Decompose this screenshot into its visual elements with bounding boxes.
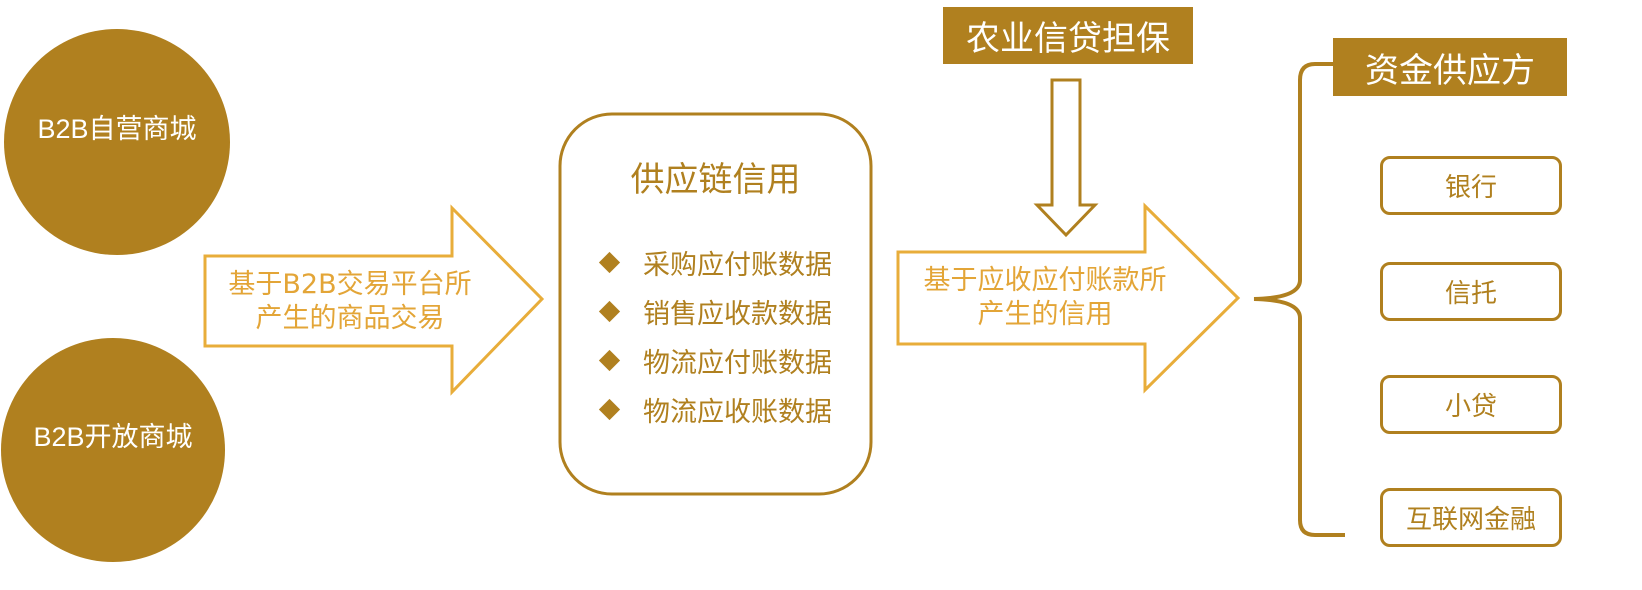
supply-chain-credit-list: 采购应付账数据 销售应收款数据 物流应付账数据 物流应收账数据 [597, 238, 857, 434]
supply-chain-credit-item-text: 销售应收款数据 [643, 299, 832, 330]
provider-bank: 银行 [1380, 156, 1562, 215]
guarantee-down-arrow [1033, 78, 1099, 238]
open-mall-label: B2B开放商城 [13, 420, 213, 454]
provider-microloan: 小贷 [1380, 375, 1562, 434]
diamond-bullet-icon [598, 398, 621, 421]
provider-label: 小贷 [1444, 392, 1497, 422]
provider-trust: 信托 [1380, 262, 1562, 321]
guarantee-label: 农业信贷担保 [966, 19, 1170, 59]
funding-title: 资金供应方 [1365, 50, 1535, 91]
credit-arrow-line1: 基于应收应付账款所 [923, 265, 1167, 296]
provider-label: 银行 [1444, 173, 1497, 203]
transaction-arrow-label: 基于B2B交易平台所 产生的商品交易 [215, 268, 485, 336]
supply-chain-credit-item-text: 物流应付账数据 [643, 348, 832, 379]
self-operated-mall-label: B2B自营商城 [17, 112, 217, 146]
transaction-arrow-line1: 基于B2B交易平台所 [228, 269, 472, 300]
transaction-arrow-line2: 产生的商品交易 [255, 303, 445, 334]
provider-label: 互联网金融 [1405, 505, 1536, 535]
supply-chain-credit-item-text: 采购应付账数据 [643, 250, 832, 281]
credit-arrow [896, 202, 1241, 394]
funding-brace [1253, 62, 1345, 537]
supply-chain-credit-item: 销售应收款数据 [597, 287, 857, 336]
supply-chain-credit-item: 物流应付账数据 [597, 336, 857, 385]
open-mall-circle [1, 338, 225, 562]
supply-chain-credit-title: 供应链信用 [630, 160, 801, 200]
diamond-bullet-icon [598, 251, 621, 274]
diamond-bullet-icon [598, 300, 621, 323]
funding-title-box: 资金供应方 [1333, 38, 1567, 96]
supply-chain-credit-item: 物流应收账数据 [597, 385, 857, 434]
transaction-arrow [203, 204, 545, 396]
provider-label: 信托 [1444, 279, 1497, 309]
self-operated-mall-circle [4, 29, 230, 255]
open-mall-text: B2B开放商城 [33, 422, 193, 452]
supply-chain-credit-box [558, 112, 873, 496]
guarantee-box: 农业信贷担保 [943, 7, 1193, 64]
credit-arrow-label: 基于应收应付账款所 产生的信用 [905, 264, 1185, 332]
supply-chain-credit-item: 采购应付账数据 [597, 238, 857, 287]
diamond-bullet-icon [598, 349, 621, 372]
self-operated-mall-text: B2B自营商城 [37, 114, 197, 144]
supply-chain-credit-item-text: 物流应收账数据 [643, 397, 832, 428]
provider-internet-finance: 互联网金融 [1380, 488, 1562, 547]
credit-arrow-line2: 产生的信用 [977, 299, 1113, 330]
